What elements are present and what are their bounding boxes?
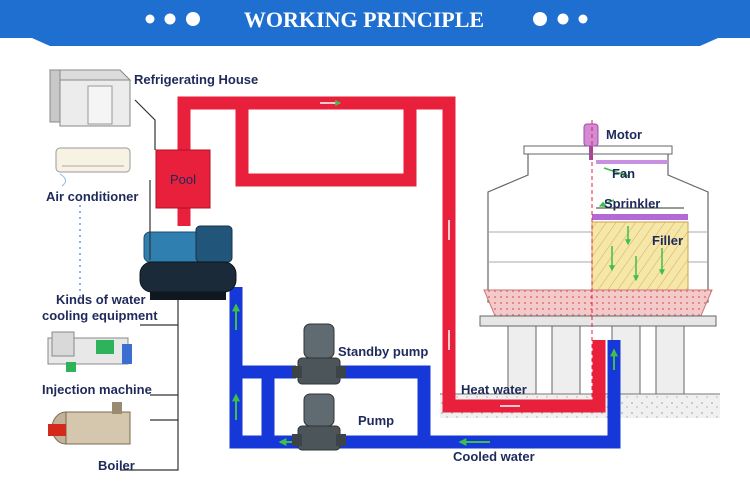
heat-water-pipe [177,96,606,413]
standby-pump-label: Standby pump [338,344,428,359]
injection-machine-label: Injection machine [42,382,152,397]
main-pump [292,393,346,451]
injection-machine-icon [47,331,132,372]
cooling-equipment-label: cooling equipment [42,308,158,323]
kinds-of-water-label: Kinds of water [56,292,146,307]
air-conditioner-label: Air conditioner [46,189,138,204]
refrigerating-house-icon [48,69,132,127]
banner-dot-icon [578,14,588,24]
connection-lines [120,99,179,471]
banner-dot-icon [164,13,176,25]
refrigerating-house-label: Refrigerating House [134,72,258,87]
fan-blade [596,160,668,164]
pool-label: Pool [170,172,196,187]
boiler-icon [48,402,131,445]
filler-block [591,221,689,291]
fan-label: Fan [612,166,635,181]
cooled-water-label: Cooled water [453,449,535,464]
heat-water-label: Heat water [461,382,527,397]
motor-label: Motor [606,127,642,142]
banner-dot-icon [557,13,569,25]
page-title: WORKING PRINCIPLE [244,7,484,32]
water-chiller-unit [139,225,237,300]
boiler-label: Boiler [98,458,135,473]
pool-tank [155,149,211,209]
banner-dot-icon [145,14,155,24]
heat-water-arrows [320,100,520,407]
motor-unit [583,123,599,147]
air-conditioner-icon [55,147,131,187]
header-banner: WORKING PRINCIPLE [0,0,750,46]
filler-label: Filler [652,233,683,248]
standby-pump [292,323,346,385]
banner-dot-icon [533,12,547,26]
sprinkler-bar [592,214,688,220]
cooled-water-pipe [229,287,621,449]
cooling-tower: Motor Fan Sprinkler Filler [440,120,720,418]
pump-label: Pump [358,413,394,428]
banner-dot-icon [186,12,200,26]
sprinkler-label: Sprinkler [604,196,660,211]
